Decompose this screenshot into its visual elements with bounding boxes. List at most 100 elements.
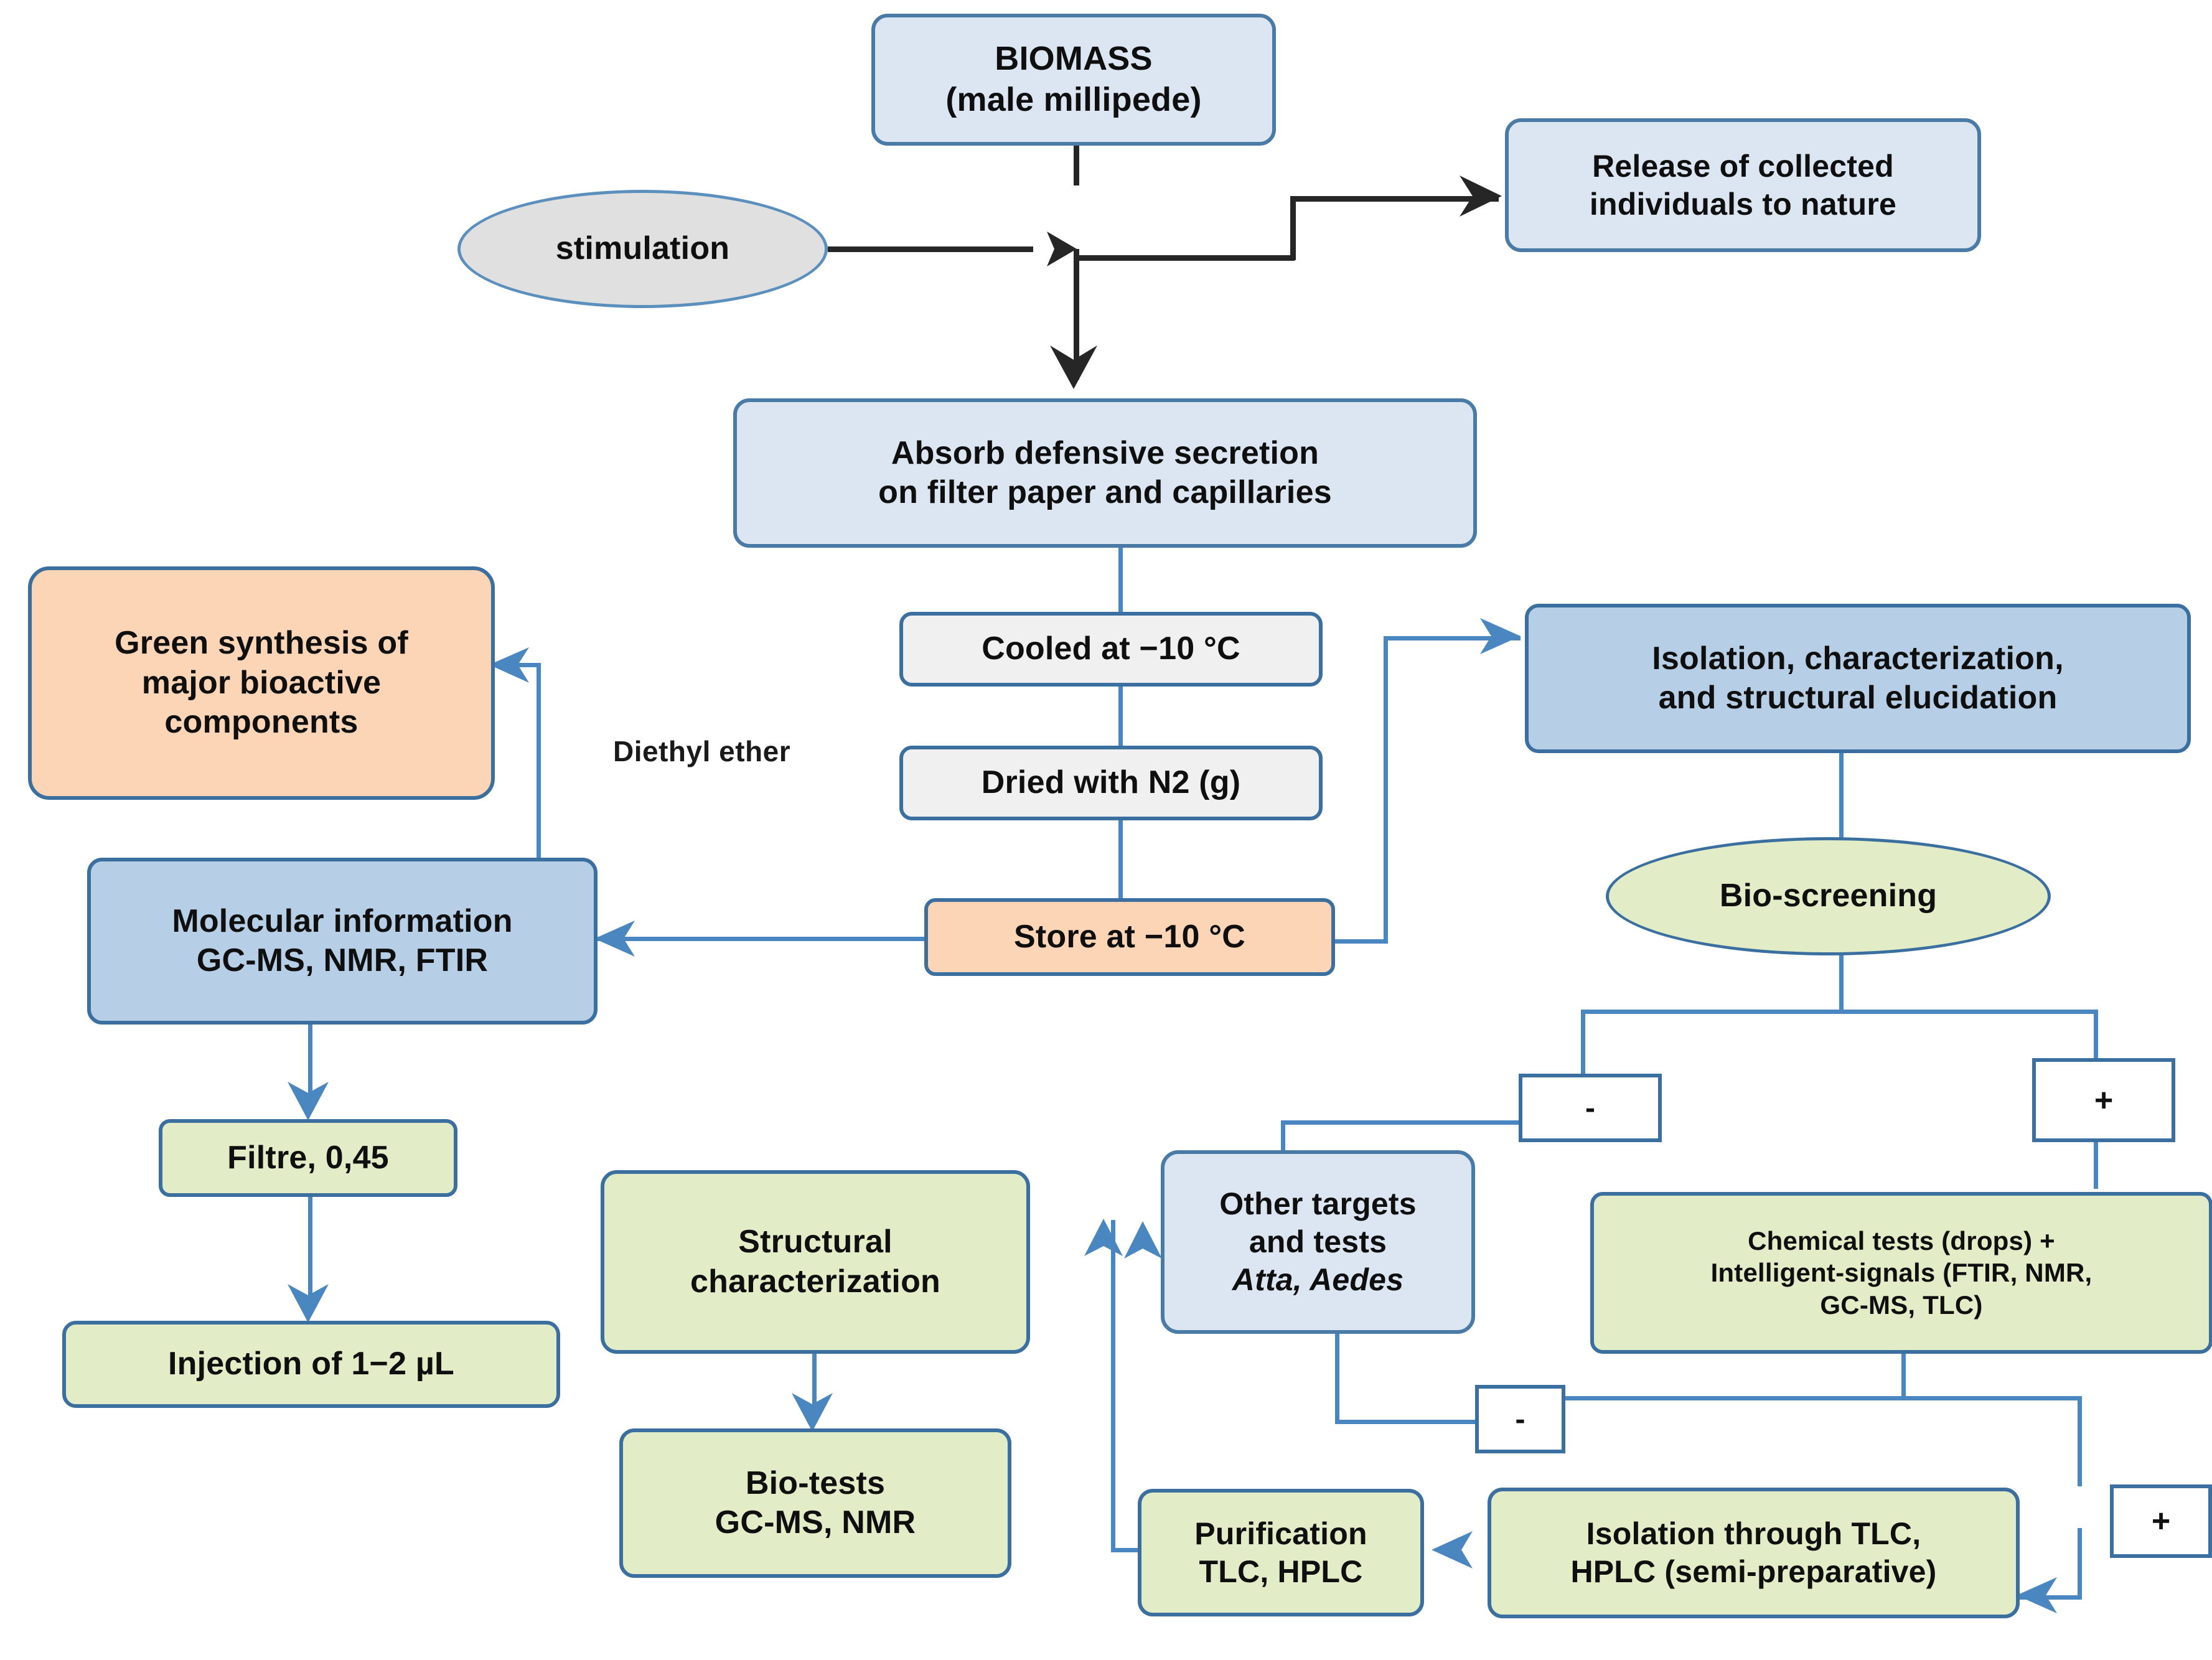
- arrowhead-to-structural-b: [1124, 1221, 1162, 1259]
- node-dried[interactable]: Dried with N2 (g): [899, 746, 1323, 820]
- connector-bioscreening-down: [1839, 951, 1844, 1013]
- node-release-line2: individuals to nature: [1589, 186, 1897, 222]
- arrowhead-to-purification: [1432, 1531, 1473, 1569]
- connector-purification-up: [1111, 1220, 1115, 1550]
- connector-store-right: [1335, 939, 1388, 944]
- node-green-synthesis-line2: major bioactive: [141, 664, 382, 701]
- node-release[interactable]: Release of collected individuals to natu…: [1505, 118, 1981, 252]
- node-injection[interactable]: Injection of 1−2 µL: [62, 1321, 560, 1408]
- connector-dried-to-store: [1118, 817, 1123, 901]
- node-chemical-tests[interactable]: Chemical tests (drops) + Intelligent-sig…: [1590, 1192, 2212, 1354]
- node-purification-line1: Purification: [1194, 1516, 1367, 1551]
- node-other-targets-line2: and tests: [1249, 1224, 1387, 1259]
- connector-bar-to-pluslow: [2078, 1396, 2082, 1486]
- label-diethyl-ether: Diethyl ether: [613, 735, 791, 767]
- connector-absorb-to-cooled: [1118, 546, 1123, 614]
- connector-minus-to-othertargets-v: [1281, 1120, 1285, 1173]
- node-stimulation-label: stimulation: [555, 230, 730, 267]
- connector-store-up: [1384, 636, 1388, 941]
- node-biomass-line1: BIOMASS: [995, 40, 1153, 78]
- connector-up-to-isolation: [1384, 636, 1521, 640]
- node-filtre-label: Filtre, 0,45: [227, 1139, 389, 1176]
- connector-othertargets-to-minusmid: [1335, 1420, 1478, 1424]
- badge-plus-low[interactable]: +: [2110, 1484, 2212, 1558]
- node-isolation-characterization[interactable]: Isolation, characterization, and structu…: [1525, 604, 2191, 753]
- node-biomass[interactable]: BIOMASS (male millipede): [871, 14, 1276, 146]
- connector-chemtests-down: [1901, 1352, 1906, 1399]
- connector-minus-to-othertargets-h: [1281, 1120, 1524, 1125]
- connector-cooled-to-dried: [1118, 685, 1123, 753]
- connector-up-to-greensynth: [492, 663, 540, 667]
- node-bio-screening-label: Bio-screening: [1719, 878, 1938, 914]
- badge-minus-top-label: -: [1585, 1091, 1595, 1125]
- node-isolation-tlc-line2: HPLC (semi-preparative): [1570, 1554, 1937, 1589]
- node-isolation-char-line2: and structural elucidation: [1658, 680, 2058, 716]
- connector-plus-to-chemtests: [2094, 1139, 2098, 1189]
- node-bio-tests-line1: Bio-tests: [745, 1465, 886, 1501]
- badge-minus-mid[interactable]: -: [1475, 1385, 1565, 1453]
- node-structural-line1: Structural: [738, 1224, 893, 1260]
- connector-bioscreening-split: [1581, 1010, 2097, 1014]
- node-absorb-line2: on filter paper and capillaries: [878, 474, 1332, 510]
- node-isolation-tlc[interactable]: Isolation through TLC, HPLC (semi-prepar…: [1488, 1488, 2020, 1618]
- connector-purification-right-stub: [1111, 1548, 1142, 1552]
- node-stimulation[interactable]: stimulation: [457, 190, 828, 308]
- connector-step-to-release: [1290, 196, 1499, 202]
- node-bio-screening[interactable]: Bio-screening: [1606, 837, 2051, 955]
- badge-minus-mid-label: -: [1515, 1402, 1525, 1436]
- connector-junction-step-h1: [1074, 255, 1295, 261]
- node-cooled[interactable]: Cooled at −10 °C: [899, 612, 1323, 687]
- arrowhead-stimulation: [1047, 232, 1077, 266]
- connector-chemtests-bar: [1565, 1396, 2082, 1400]
- arrowhead-to-structural-a: [1084, 1219, 1123, 1256]
- node-molecular-line1: Molecular information: [172, 903, 513, 939]
- node-purification[interactable]: Purification TLC, HPLC: [1138, 1489, 1424, 1616]
- node-molecular-information[interactable]: Molecular information GC-MS, NMR, FTIR: [87, 858, 598, 1025]
- node-absorb-secretion[interactable]: Absorb defensive secretion on filter pap…: [733, 398, 1477, 548]
- node-chemical-tests-line3: GC-MS, TLC): [1820, 1290, 1983, 1320]
- node-isolation-char-line1: Isolation, characterization,: [1652, 640, 2064, 677]
- node-green-synthesis-line1: Green synthesis of: [115, 625, 408, 662]
- node-chemical-tests-line2: Intelligent-signals (FTIR, NMR,: [1710, 1258, 2092, 1288]
- node-green-synthesis[interactable]: Green synthesis of major bioactive compo…: [28, 566, 495, 800]
- connector-structural-to-biotests: [812, 1354, 817, 1422]
- node-structural-line2: characterization: [690, 1263, 940, 1300]
- badge-plus-top-label: +: [2094, 1082, 2114, 1118]
- badge-plus-top[interactable]: +: [2032, 1058, 2175, 1142]
- node-molecular-line2: GC-MS, NMR, FTIR: [196, 942, 489, 978]
- connector-split-right-down: [2094, 1010, 2098, 1078]
- connector-stimulation-to-junction: [828, 246, 1033, 252]
- connector-split-left-down: [1581, 1010, 1585, 1078]
- node-chemical-tests-line1: Chemical tests (drops) +: [1748, 1226, 2055, 1256]
- connector-junction-to-absorb: [1074, 249, 1079, 380]
- node-cooled-label: Cooled at −10 °C: [982, 631, 1240, 667]
- connector-store-to-molecular: [598, 937, 927, 941]
- badge-minus-top[interactable]: -: [1519, 1074, 1662, 1142]
- connector-isolation-to-bioscreening: [1839, 752, 1844, 839]
- connector-molecular-to-filtre: [308, 1024, 312, 1111]
- node-other-targets[interactable]: Other targets and tests Atta, Aedes: [1161, 1150, 1475, 1334]
- node-dried-label: Dried with N2 (g): [981, 764, 1241, 801]
- connector-molecular-up: [537, 663, 541, 881]
- node-biomass-line2: (male millipede): [945, 81, 1202, 118]
- node-other-targets-line1: Other targets: [1219, 1186, 1417, 1221]
- node-green-synthesis-line3: components: [164, 704, 359, 741]
- node-purification-line2: TLC, HPLC: [1199, 1554, 1363, 1589]
- connector-filtre-to-injection: [308, 1195, 312, 1313]
- connector-pluslow-left: [2020, 1595, 2082, 1600]
- node-other-targets-line3: Atta, Aedes: [1232, 1262, 1404, 1297]
- node-bio-tests[interactable]: Bio-tests GC-MS, NMR: [619, 1428, 1011, 1578]
- node-bio-tests-line2: GC-MS, NMR: [715, 1504, 916, 1540]
- node-structural-characterization[interactable]: Structural characterization: [601, 1170, 1030, 1354]
- node-filtre[interactable]: Filtre, 0,45: [159, 1119, 457, 1197]
- node-store[interactable]: Store at −10 °C: [924, 898, 1335, 976]
- node-injection-label: Injection of 1−2 µL: [168, 1346, 454, 1382]
- connector-othertargets-down: [1335, 1332, 1339, 1422]
- node-store-label: Store at −10 °C: [1013, 918, 1246, 955]
- connector-pluslow-down: [2078, 1528, 2082, 1600]
- badge-plus-low-label: +: [2151, 1503, 2171, 1539]
- node-absorb-line1: Absorb defensive secretion: [891, 434, 1319, 471]
- connector-junction-step-v: [1290, 196, 1296, 260]
- node-release-line1: Release of collected: [1592, 148, 1894, 184]
